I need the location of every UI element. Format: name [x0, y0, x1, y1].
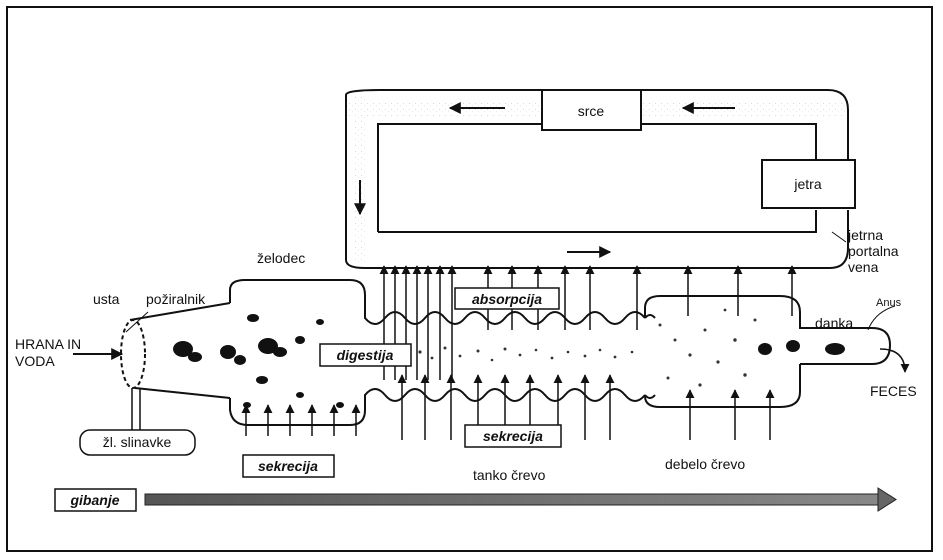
absorption-label: absorpcija [472, 291, 542, 307]
motility-label: gibanje [69, 492, 119, 508]
mouth-label: usta [93, 291, 120, 307]
motility-arrowhead [878, 488, 896, 511]
portal-vein-line-2: portalna [848, 243, 899, 259]
intake-label-1: HRANA IN [15, 336, 81, 352]
heart-box: srce [542, 90, 641, 130]
salivary-gland-label: žl. slinavke [103, 434, 172, 450]
salivary-gland-box: žl. slinavke [80, 430, 195, 455]
liver-label: jetra [793, 176, 821, 192]
liver-box: jetra [762, 160, 855, 208]
stomach-secretion-label: sekrecija [258, 458, 318, 474]
anus-pointer [868, 306, 895, 330]
rectum-label: danka [815, 315, 853, 331]
stomach-label: želodec [257, 250, 305, 266]
large-intestine-label: debelo črevo [665, 456, 745, 472]
heart-label: srce [578, 103, 605, 119]
intestine-secretion-label: sekrecija [483, 428, 543, 444]
small-intestine-label: tanko črevo [473, 467, 546, 483]
portal-vein-line-1: jetrna [847, 227, 883, 243]
stomach-secretion-box: sekrecija [243, 455, 334, 477]
portal-vein-line-3: vena [848, 259, 879, 275]
portal-vein-label: jetrna portalna vena [832, 227, 899, 275]
intestine-secretion-box: sekrecija [465, 425, 561, 447]
mouth-opening [121, 320, 145, 388]
motility-indicator: gibanje [55, 488, 896, 511]
food-particles [173, 314, 845, 408]
anus-label: Anus [876, 297, 902, 309]
esophagus-label: požiralnik [146, 291, 206, 307]
digestion-box: digestija [320, 344, 411, 366]
absorption-arrows [384, 266, 792, 380]
small-particles [418, 309, 756, 387]
motility-bar [145, 494, 880, 505]
digestion-label: digestija [337, 347, 394, 363]
feces-label: FECES [870, 383, 917, 399]
intake-label-2: VODA [15, 353, 55, 369]
absorption-box: absorpcija [455, 288, 559, 309]
